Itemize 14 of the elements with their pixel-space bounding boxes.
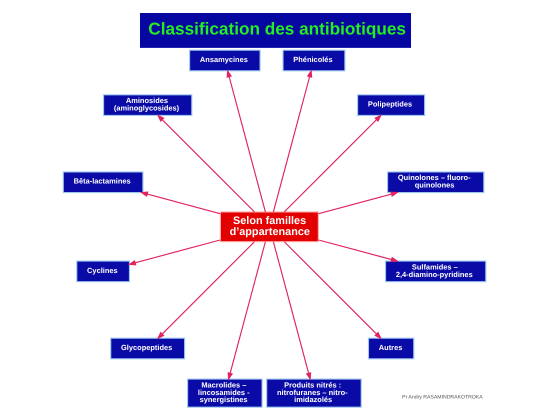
arrow: [156, 241, 254, 340]
arrow: [318, 192, 398, 214]
arrow: [226, 69, 266, 212]
arrow: [272, 69, 312, 212]
arrow: [283, 241, 382, 340]
arrow: [318, 239, 398, 262]
diagram-title: Classification des antibiotiques: [148, 18, 406, 38]
arrow: [139, 192, 220, 214]
arrow: [156, 114, 254, 212]
node-box: Selon familles d’appartenance: [219, 211, 318, 242]
arrow: [227, 242, 266, 381]
arrow: [272, 242, 311, 381]
arrow: [127, 239, 220, 266]
arrow: [283, 114, 382, 212]
